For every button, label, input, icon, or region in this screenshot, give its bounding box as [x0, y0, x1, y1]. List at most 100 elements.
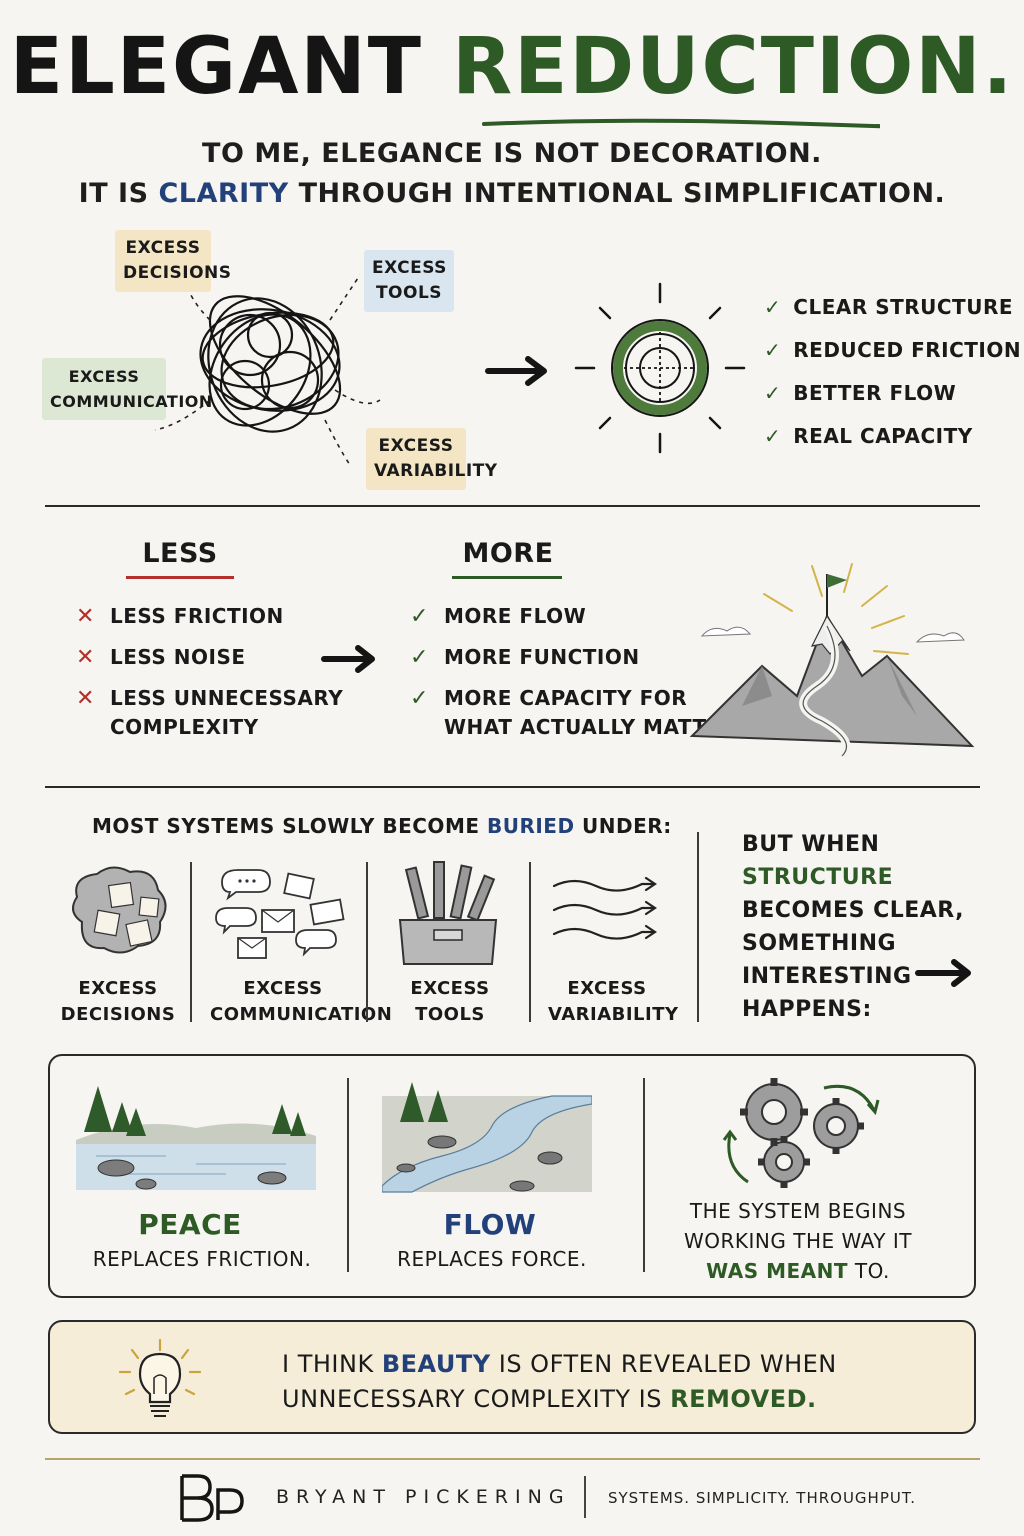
outcome-label: REAL CAPACITY: [793, 424, 973, 448]
outcome-item: ✓REAL CAPACITY: [764, 415, 1021, 458]
flow-title: FLOW: [443, 1208, 537, 1241]
column-separator: [366, 862, 368, 1022]
x-mark-icon: ✕: [76, 686, 95, 711]
system-line: WAS MEANT TO.: [664, 1256, 932, 1286]
less-heading: LESS: [142, 538, 218, 569]
but-when-line: HAPPENS:: [742, 997, 872, 1022]
less-item-continued: COMPLEXITY: [76, 707, 343, 748]
more-item: ✓ MORE FUNCTION: [410, 637, 752, 678]
buried-item-line: EXCESS: [567, 978, 647, 999]
toolbox-wrenches-icon: [398, 861, 498, 965]
less-label: COMPLEXITY: [110, 715, 259, 739]
section-divider: [45, 505, 980, 507]
note-excess-decisions: EXCESS DECISIONS: [115, 230, 232, 292]
buried-item-tools: EXCESS TOOLS: [400, 976, 500, 1028]
title-reduction: REDUCTION.: [452, 22, 1015, 112]
system-line: WORKING THE WAY IT: [684, 1229, 912, 1253]
more-label: MORE FLOW: [444, 604, 587, 628]
buried-item-line: EXCESS: [78, 978, 158, 999]
arrow-right-icon: [915, 959, 971, 987]
mountain-summit-icon: [689, 563, 975, 759]
but-when-line: SOMETHING: [742, 931, 897, 956]
buried-item-line: COMMUNICATION: [210, 1004, 393, 1025]
brain-notes-icon: [72, 866, 167, 954]
lightbulb-icon: [118, 1338, 202, 1417]
quote-post: IS OFTEN REVEALED WHEN: [498, 1350, 837, 1378]
check-icon: ✓: [410, 645, 429, 670]
arrow-right-icon: [485, 356, 547, 386]
outcome-item: ✓REDUCED FRICTION: [764, 329, 1021, 372]
note-excess-variability: EXCESS VARIABILITY: [366, 428, 498, 490]
check-icon: ✓: [764, 381, 782, 405]
footer-separator: [584, 1476, 586, 1518]
subtitle-clarity: CLARITY: [158, 178, 289, 209]
column-separator: [529, 862, 531, 1022]
subtitle-line-1: TO ME, ELEGANCE IS NOT DECORATION.: [202, 138, 822, 169]
buried-highlight: BURIED: [486, 814, 575, 838]
calm-lake-icon: [76, 1086, 316, 1190]
footer-rule: [45, 1458, 980, 1460]
system-post: TO.: [854, 1259, 890, 1283]
outcome-item: ✓ BETTER FLOW: [764, 372, 1021, 415]
note-line: EXCESS: [68, 367, 140, 386]
outcomes-list: ✓CLEAR STRUCTURE ✓REDUCED FRICTION ✓BETT…: [764, 286, 1021, 458]
system-text: THE SYSTEM BEGINS WORKING THE WAY IT WAS…: [664, 1196, 932, 1286]
tangle-scribble-icon: [154, 274, 381, 466]
check-icon: ✓: [410, 604, 429, 629]
note-line: TOOLS: [375, 283, 443, 303]
note-line: COMMUNICATION: [50, 392, 213, 411]
title-elegant: ELEGANT: [9, 22, 423, 112]
but-when-text: BUT WHEN STRUCTURE BECOMES CLEAR, SOMETH…: [742, 828, 964, 1026]
more-item: ✓ MORE FLOW: [410, 596, 752, 637]
note-line: VARIABILITY: [374, 461, 498, 481]
quote-pre: I THINK: [282, 1350, 374, 1378]
quote-text: I THINK BEAUTY IS OFTEN REVEALED WHEN UN…: [282, 1347, 837, 1417]
less-label: LESS UNNECESSARY: [110, 686, 344, 710]
more-item: ✓MORE CAPACITY FOR: [410, 678, 752, 719]
quote-removed: REMOVED.: [670, 1385, 817, 1413]
wavy-arrows-icon: [552, 876, 657, 940]
note-excess-communication: EXCESS COMMUNICATION: [42, 358, 213, 420]
brand-tagline: SYSTEMS. SIMPLICITY. THROUGHPUT.: [608, 1489, 917, 1507]
buried-item-communication: EXCESS COMMUNICATION: [210, 976, 393, 1028]
less-item: ✕ LESS UNNECESSARY: [76, 678, 343, 719]
buried-pre: MOST SYSTEMS SLOWLY BECOME: [92, 814, 480, 838]
title-underline: [482, 118, 880, 129]
buried-intro: MOST SYSTEMS SLOWLY BECOME BURIED UNDER:: [92, 814, 672, 838]
outcome-label: BETTER FLOW: [793, 381, 957, 405]
structure-word: STRUCTURE: [742, 865, 894, 890]
quote-beauty: BEAUTY: [381, 1350, 491, 1378]
subtitle-pre: IT IS: [78, 178, 149, 209]
buried-item-variability: EXCESS VARIABILITY: [548, 976, 678, 1028]
but-when-line: BUT WHEN: [742, 832, 880, 857]
results-box: [48, 1054, 976, 1298]
less-list: ✕LESS FRICTION ✕ LESS NOISE ✕ LESS UNNECES…: [76, 596, 343, 748]
buried-post: UNDER:: [582, 814, 672, 838]
flowing-river-icon: [382, 1082, 592, 1193]
quote-box: [48, 1320, 976, 1434]
brand-name: BRYANT PICKERING: [276, 1486, 571, 1508]
x-mark-icon: ✕: [76, 645, 95, 670]
more-label: MORE FUNCTION: [444, 645, 640, 669]
arrow-right-icon: [321, 645, 375, 673]
gears-icon: [722, 1078, 880, 1188]
system-line: THE SYSTEM BEGINS: [689, 1199, 907, 1223]
less-item: ✕LESS FRICTION: [76, 596, 343, 637]
note-line: DECISIONS: [123, 263, 232, 283]
less-label: LESS NOISE: [110, 645, 246, 669]
subtitle-line-2: IT IS CLARITY THROUGH INTENTIONAL SIMPLI…: [0, 178, 1024, 209]
less-underline: [126, 576, 234, 579]
note-line: EXCESS: [378, 436, 454, 456]
peace-subtitle: REPLACES FRICTION.: [92, 1247, 312, 1271]
flow-subtitle: REPLACES FORCE.: [397, 1247, 587, 1271]
buried-item-line: DECISIONS: [60, 1004, 176, 1025]
column-separator: [347, 1078, 349, 1272]
section-divider: [45, 786, 980, 788]
check-icon: ✓: [410, 686, 429, 711]
quote-line-1: I THINK BEAUTY IS OFTEN REVEALED WHEN: [282, 1347, 837, 1382]
note-line: EXCESS: [372, 258, 447, 278]
note-excess-tools: EXCESS TOOLS: [364, 250, 454, 312]
column-separator: [190, 862, 192, 1022]
buried-item-decisions: EXCESS DECISIONS: [58, 976, 178, 1028]
buried-item-line: TOOLS: [415, 1004, 485, 1025]
